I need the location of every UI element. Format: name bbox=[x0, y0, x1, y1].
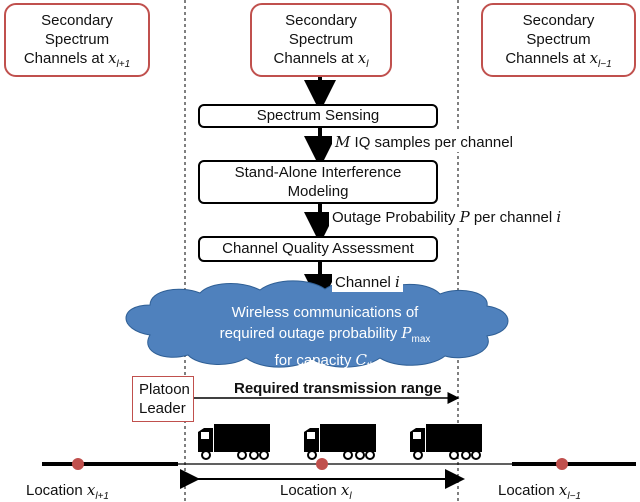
label-outage-var-i: i bbox=[556, 208, 562, 226]
step-spectrum-sensing: Spectrum Sensing bbox=[198, 104, 438, 128]
channel-box-right-line3: Channels at xl−1 bbox=[483, 49, 634, 74]
channel-box-left-line1: Secondary bbox=[41, 12, 113, 29]
location-left-sub: l+1 bbox=[95, 491, 109, 502]
channel-box-left-var: x bbox=[108, 49, 117, 67]
truck-2 bbox=[304, 424, 376, 460]
label-channel-var: i bbox=[395, 273, 400, 291]
platoon-leader-line1: Platoon bbox=[139, 381, 190, 398]
location-right-var: x bbox=[558, 481, 568, 499]
step-spectrum-sensing-label: Spectrum Sensing bbox=[256, 107, 380, 124]
cloud-line2-text: required outage probability bbox=[219, 325, 402, 342]
location-dot-center bbox=[316, 458, 328, 470]
label-iq-samples-text: IQ samples per channel bbox=[350, 134, 513, 151]
label-channel-i: Channel i bbox=[332, 272, 403, 292]
location-label-center: Location xl bbox=[280, 481, 352, 502]
step-modeling-line1: Stand-Alone Interference bbox=[234, 164, 402, 181]
channel-box-right-sub: l−1 bbox=[598, 59, 612, 70]
channel-box-left-prefix: Channels at bbox=[23, 50, 109, 67]
channel-box-right-prefix: Channels at bbox=[505, 50, 590, 67]
location-right-sub: l−1 bbox=[567, 491, 581, 502]
location-left-text: Location bbox=[26, 482, 87, 499]
cloud-line2-var: P bbox=[401, 324, 412, 342]
communication-cloud bbox=[125, 280, 509, 368]
channel-box-left: Secondary Spectrum Channels at xl+1 bbox=[4, 3, 150, 77]
location-right-text: Location bbox=[498, 482, 559, 499]
channel-box-center-prefix: Channels at bbox=[273, 50, 358, 67]
cloud-line3-text: for capacity bbox=[274, 352, 356, 369]
channel-box-right: Secondary Spectrum Channels at xl−1 bbox=[481, 3, 636, 77]
label-iq-samples-var: M bbox=[335, 133, 351, 151]
location-dot-left bbox=[72, 458, 84, 470]
cloud-line3-var: C bbox=[355, 351, 367, 369]
truck-1 bbox=[198, 424, 270, 460]
truck-3 bbox=[410, 424, 482, 460]
step-modeling-line2: Modeling bbox=[287, 183, 349, 200]
platoon-leader-box: Platoon Leader bbox=[132, 376, 194, 422]
channel-box-center-sub: l bbox=[366, 59, 369, 70]
channel-box-left-line3: Channels at xl+1 bbox=[6, 49, 148, 74]
location-dot-right bbox=[556, 458, 568, 470]
location-center-sub: l bbox=[349, 491, 352, 502]
required-range-label: Required transmission range bbox=[232, 380, 444, 397]
channel-box-right-line1: Secondary bbox=[522, 12, 595, 29]
cloud-line3-sub: th bbox=[367, 361, 376, 372]
channel-box-center-var: x bbox=[357, 49, 367, 67]
cloud-text: Wireless communications of required outa… bbox=[190, 303, 460, 377]
platoon-leader-line2: Leader bbox=[139, 400, 186, 417]
cloud-line2-sub: max bbox=[411, 334, 431, 345]
label-channel-text: Channel bbox=[335, 274, 396, 291]
channel-box-center-line3: Channels at xl bbox=[252, 49, 390, 74]
location-label-right: Location xl−1 bbox=[498, 481, 581, 502]
label-outage-text-b: per channel bbox=[469, 209, 557, 226]
step-channel-quality-assessment: Channel Quality Assessment bbox=[198, 236, 438, 262]
label-outage-var: P bbox=[459, 208, 470, 226]
location-center-text: Location bbox=[280, 482, 341, 499]
channel-box-center-line2: Spectrum bbox=[288, 31, 354, 48]
label-outage-probability: Outage Probability P per channel i bbox=[329, 207, 565, 227]
channel-box-right-line2: Spectrum bbox=[526, 31, 591, 48]
step-interference-modeling: Stand-Alone Interference Modeling bbox=[198, 160, 438, 204]
channel-box-left-line2: Spectrum bbox=[44, 31, 110, 48]
location-center-var: x bbox=[340, 481, 350, 499]
channel-box-right-var: x bbox=[589, 49, 599, 67]
location-left-var: x bbox=[86, 481, 96, 499]
channel-box-left-sub: l+1 bbox=[116, 59, 131, 70]
label-iq-samples: M IQ samples per channel bbox=[332, 132, 516, 152]
cloud-line2: required outage probability Pmax bbox=[190, 323, 460, 350]
cloud-line3: for capacity Cth bbox=[190, 350, 460, 377]
channel-box-center: Secondary Spectrum Channels at xl bbox=[250, 3, 392, 77]
channel-box-center-line1: Secondary bbox=[285, 12, 357, 29]
step-assessment-label: Channel Quality Assessment bbox=[222, 240, 414, 257]
cloud-line1: Wireless communications of bbox=[231, 304, 419, 321]
location-label-left: Location xl+1 bbox=[26, 481, 109, 502]
label-outage-text-a: Outage Probability bbox=[332, 209, 460, 226]
